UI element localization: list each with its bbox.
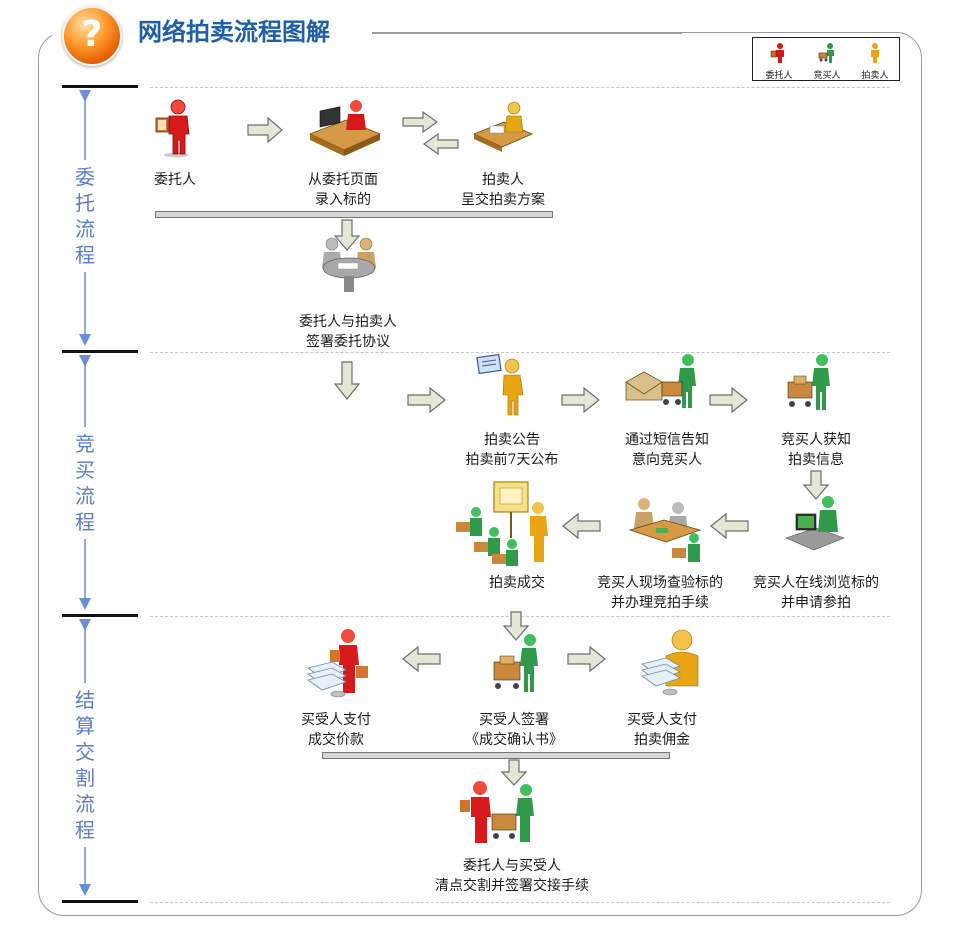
- node-label-line: 《成交确认书》: [465, 732, 563, 748]
- node-label-line: 竞买人获知: [781, 432, 851, 448]
- bidder-cart-icon: [787, 354, 830, 410]
- node-label-line: 拍卖前7天公布: [465, 452, 559, 468]
- node-label-line: 买受人支付: [301, 712, 371, 728]
- bidder-computer-icon: [785, 496, 845, 551]
- node-label-line: 通过短信告知: [625, 432, 709, 448]
- arrow-right: [247, 116, 283, 144]
- node-label-onsite-inspect: 竞买人现场查验标的并办理竞拍手续: [597, 573, 723, 613]
- arrow-left: [422, 132, 459, 156]
- meeting-table-icon: [322, 237, 376, 292]
- node-label-announcement: 拍卖公告拍卖前7天公布: [466, 430, 559, 470]
- node-label-line: 签署委托协议: [306, 334, 390, 350]
- arrow-right: [709, 386, 748, 414]
- auctioneer-desk-icon: [472, 101, 534, 152]
- node-label-line: 意向竞买人: [632, 452, 702, 468]
- arrow-down: [333, 361, 361, 400]
- phase-label-settlement: 结算交割流程: [70, 683, 100, 847]
- node-label-consignor: 委托人: [154, 170, 196, 190]
- dashed-divider: [150, 352, 890, 353]
- consignor-payment-icon: [307, 629, 368, 698]
- node-label-auctioneer-plan: 拍卖人呈交拍卖方案: [461, 170, 545, 210]
- node-label-sms-notify: 通过短信告知意向竞买人: [625, 430, 709, 470]
- auctioneer-person-icon: [871, 43, 879, 63]
- node-label-buyer-pay-price: 买受人支付成交价款: [301, 710, 371, 750]
- node-label-online-browse: 竞买人在线浏览标的并申请参拍: [753, 573, 879, 613]
- node-label-line: 委托人与买受人: [463, 858, 561, 874]
- legend-label: 竞买人: [813, 71, 841, 81]
- buyer-cart-icon: [493, 634, 538, 692]
- node-label-line: 呈交拍卖方案: [461, 192, 545, 208]
- arrow-left: [710, 512, 749, 540]
- node-label-line: 从委托页面: [308, 172, 378, 188]
- arrow-down: [500, 759, 528, 786]
- node-label-bidder-informed: 竞买人获知拍卖信息: [781, 430, 851, 470]
- arrow-down: [802, 470, 830, 500]
- title-rule: [372, 32, 682, 34]
- legend-label: 委托人: [765, 71, 793, 81]
- legend-item-auctioneer: 拍卖人: [853, 42, 897, 81]
- arrow-left: [402, 645, 441, 673]
- node-label-line: 委托人与拍卖人: [299, 314, 397, 330]
- merge-bar: [322, 752, 670, 759]
- dashed-divider: [150, 87, 890, 88]
- arrow-down: [502, 611, 530, 641]
- node-label-line: 拍卖佣金: [634, 732, 690, 748]
- node-label-line: 成交价款: [308, 732, 364, 748]
- auctioneer-commission-icon: [641, 629, 699, 696]
- node-label-enter-item: 从委托页面录入标的: [308, 170, 378, 210]
- node-label-line: 委托人: [154, 172, 196, 188]
- consignor-person-icon: [155, 99, 190, 158]
- page-title: 网络拍卖流程图解: [138, 18, 330, 46]
- phase-divider: [62, 85, 138, 88]
- node-label-line: 并办理竞拍手续: [611, 595, 709, 611]
- node-label-line: 拍卖公告: [483, 432, 540, 448]
- node-label-line: 拍卖人: [482, 172, 524, 188]
- node-label-line: 竞买人现场查验标的: [597, 575, 723, 591]
- consignor-person-icon: [770, 43, 784, 63]
- node-label-handover: 委托人与买受人清点交割并签署交接手续: [435, 856, 589, 896]
- phase-divider: [62, 350, 138, 353]
- legend-item-bidder: 竞买人: [805, 42, 849, 81]
- desk-computer-icon: [308, 100, 382, 156]
- handover-icon: [460, 781, 534, 843]
- node-label-line: 并申请参拍: [781, 595, 851, 611]
- node-label-line: 竞买人在线浏览标的: [753, 575, 879, 591]
- arrow-down: [333, 219, 361, 251]
- auction-deal-icon: [456, 481, 548, 566]
- legend-label: 拍卖人: [861, 71, 889, 81]
- legend: 委托人 竞买人 拍卖人: [752, 37, 900, 81]
- node-label-line: 清点交割并签署交接手续: [435, 878, 589, 894]
- arrow-right: [402, 110, 439, 134]
- arrow-right: [407, 386, 446, 414]
- arrow-right: [561, 386, 600, 414]
- node-label-line: 买受人签署: [479, 712, 549, 728]
- node-label-deal-done: 拍卖成交: [489, 573, 545, 593]
- merge-bar: [155, 211, 553, 218]
- announcement-board-icon: [476, 353, 524, 416]
- phase-label-bidding: 竞买流程: [70, 427, 100, 539]
- node-label-line: 买受人支付: [627, 712, 697, 728]
- dashed-divider: [150, 902, 890, 903]
- node-label-line: 录入标的: [315, 192, 371, 208]
- node-label-line: 拍卖成交: [489, 575, 545, 591]
- bidder-cart-icon: [818, 43, 834, 63]
- arrow-right: [567, 645, 606, 673]
- question-mark-icon: ?: [62, 6, 122, 66]
- legend-item-consignor: 委托人: [757, 42, 801, 81]
- onsite-inspection-icon: [628, 498, 702, 562]
- arrow-left: [562, 512, 601, 540]
- phase-divider: [62, 614, 138, 617]
- node-label-sign-agreement: 委托人与拍卖人签署委托协议: [299, 312, 397, 352]
- node-label-buyer-pay-commission: 买受人支付拍卖佣金: [627, 710, 697, 750]
- sms-envelope-bidder-icon: [625, 354, 696, 408]
- phase-label-consign: 委托流程: [70, 160, 100, 272]
- node-label-buyer-sign: 买受人签署《成交确认书》: [465, 710, 563, 750]
- node-label-line: 拍卖信息: [788, 452, 844, 468]
- phase-divider: [62, 900, 138, 903]
